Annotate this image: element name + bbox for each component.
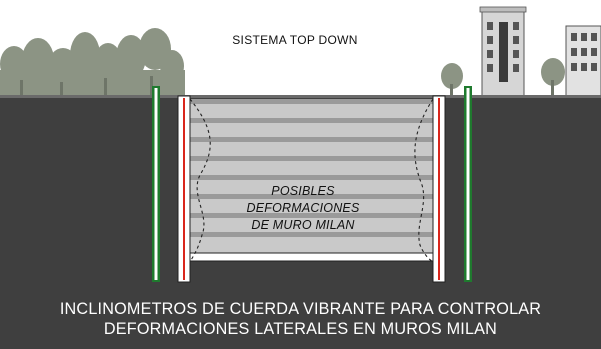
building-tall (479, 6, 527, 98)
inclinometer-left (152, 86, 160, 282)
floor-slabs (190, 99, 434, 237)
deformation-label: POSIBLES DEFORMACIONES DE MURO MILAN (218, 183, 388, 234)
bottom-slab (189, 252, 435, 262)
trees-right (441, 58, 565, 97)
trees-left (0, 28, 185, 97)
wall-right (432, 95, 446, 283)
caption-line: INCLINOMETROS DE CUERDA VIBRANTE PARA CO… (59, 300, 542, 318)
inclinometer-right (464, 86, 472, 282)
deformation-label-line: DE MURO MILAN (251, 218, 355, 232)
deformation-curve-right (414, 98, 434, 263)
caption: INCLINOMETROS DE CUERDA VIBRANTE PARA CO… (0, 299, 601, 339)
wall-left (177, 95, 191, 283)
caption-line: DEFORMACIONES LATERALES EN MUROS MILAN (103, 320, 498, 338)
ground-surface (0, 95, 601, 98)
diagram-title: SISTEMA TOP DOWN (232, 33, 358, 47)
deformation-label-line: POSIBLES (271, 184, 335, 198)
deformation-label-line: DEFORMACIONES (246, 201, 360, 215)
building-low (565, 25, 601, 98)
